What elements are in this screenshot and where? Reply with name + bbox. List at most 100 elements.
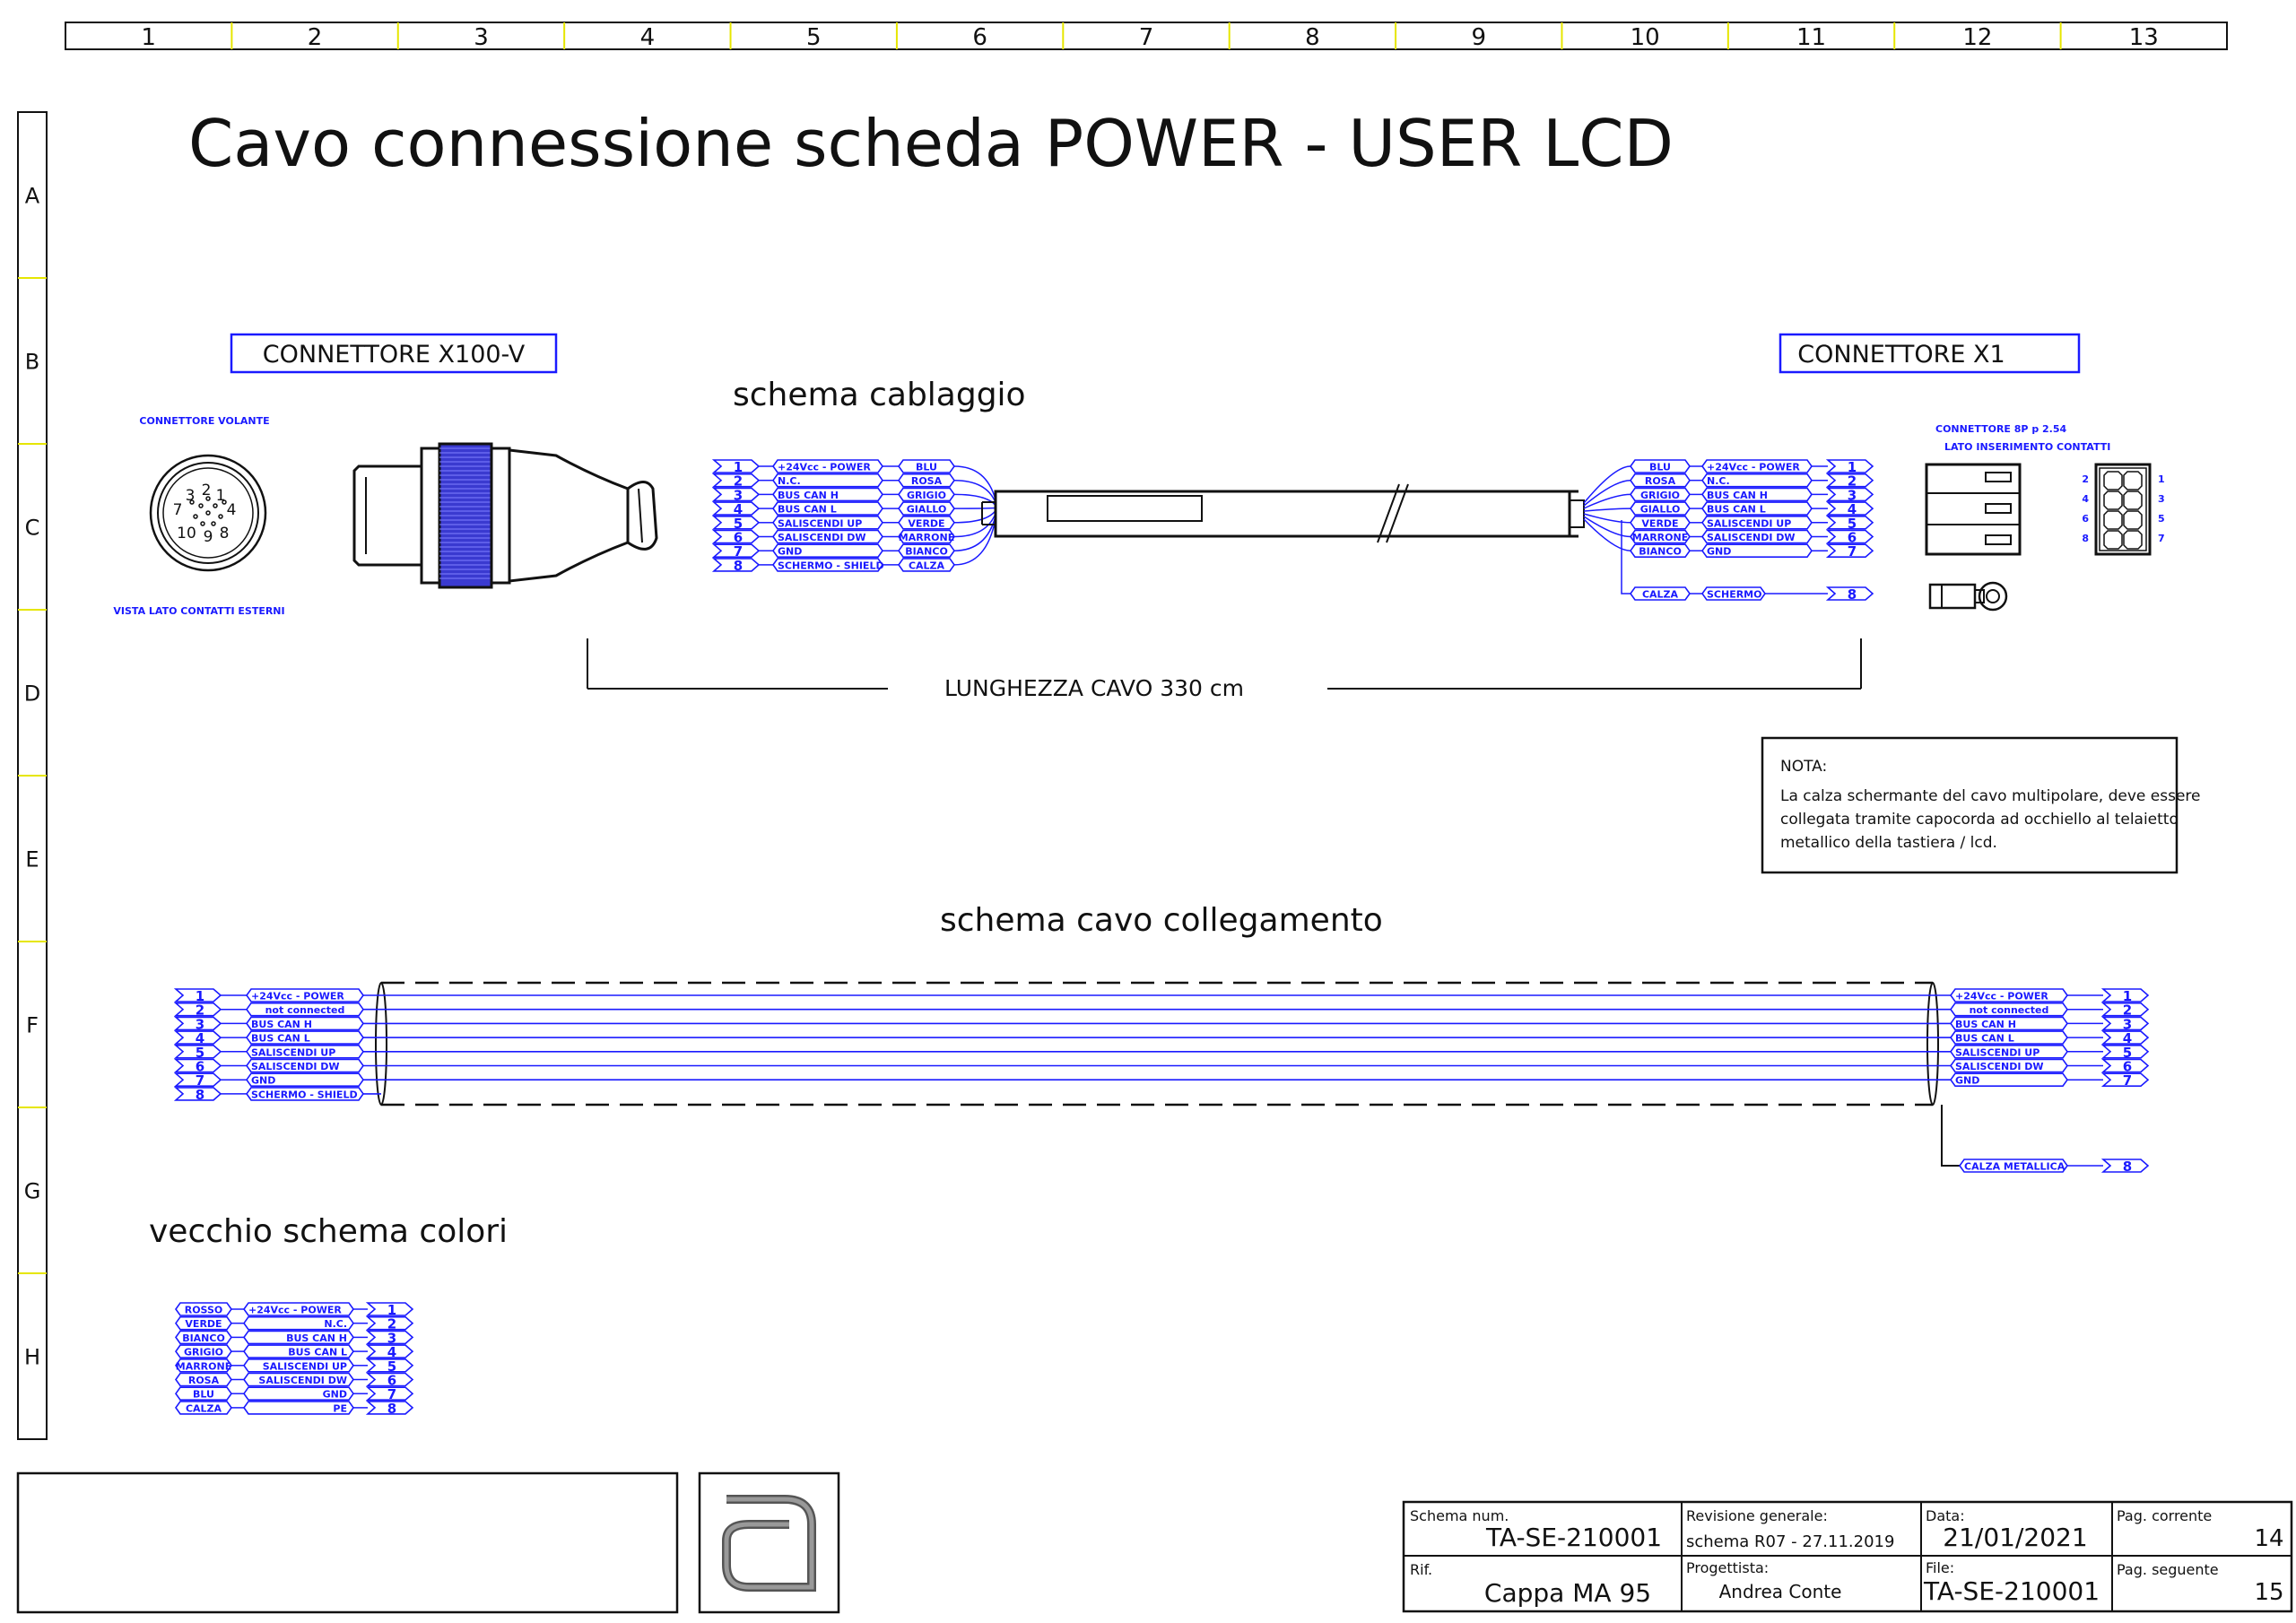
designer-value: Andrea Conte: [1719, 1581, 1842, 1602]
signal-label: not connected: [265, 1004, 345, 1016]
signal-label: SALISCENDI DW: [251, 1061, 340, 1072]
pin-number: 6: [1848, 530, 1857, 546]
wire-color-label: CALZA: [909, 560, 945, 571]
column-label: 11: [1796, 24, 1826, 51]
note-line: collegata tramite capocorda ad occhiello…: [1780, 811, 2179, 829]
row-label: G: [24, 1179, 41, 1204]
pin-number: 6: [196, 1059, 204, 1075]
pin-number: 1: [1848, 459, 1857, 475]
designer-label: Progettista:: [1686, 1559, 1769, 1576]
signal-label: +24Vcc - POWER: [778, 462, 871, 473]
pin-number: 3: [387, 1330, 396, 1346]
wire-color-label: GRIGIO: [1640, 490, 1680, 501]
pin-number: 5: [1848, 516, 1857, 532]
pin-number: 7: [196, 1072, 204, 1089]
pin-number: 4: [196, 1030, 204, 1046]
ring-terminal-icon: [1928, 581, 2008, 612]
face-pin-label: 7: [173, 501, 183, 519]
pin-number: 2: [734, 473, 743, 490]
pin-number: 3: [734, 487, 743, 503]
signal-label: SALISCENDI UP: [1707, 517, 1791, 529]
signal-label: GND: [323, 1389, 347, 1401]
wiring-title: schema cablaggio: [733, 377, 1026, 413]
file-label: File:: [1926, 1559, 1954, 1576]
pin-number: 2: [2123, 1002, 2132, 1019]
signal-label: +24Vcc - POWER: [248, 1305, 342, 1316]
link-cable-title: schema cavo collegamento: [940, 902, 1383, 939]
wire-color-label: BLU: [1649, 462, 1671, 473]
pin-number: 8: [387, 1401, 396, 1417]
signal-label: GND: [1707, 546, 1731, 558]
pin-number: 8: [734, 558, 743, 574]
signal-label: PE: [333, 1402, 347, 1414]
pin-number: 2: [387, 1316, 396, 1332]
note-box: NOTA: La calza schermante del cavo multi…: [1761, 736, 2200, 874]
wire-color-label: BLU: [193, 1389, 214, 1401]
right-connector-title: CONNETTORE X1: [1797, 341, 2005, 369]
face-pin-label: 8: [220, 525, 230, 542]
schema-label: Schema num.: [1410, 1507, 1509, 1524]
wire-color-label: GRIGIO: [907, 490, 946, 501]
note-line: La calza schermante del cavo multipolare…: [1780, 787, 2200, 805]
pin-number: 8: [196, 1087, 204, 1103]
next-page-label: Pag. seguente: [2117, 1561, 2219, 1578]
signal-label: SALISCENDI DW: [258, 1375, 347, 1386]
pin-number: 8: [2123, 1159, 2132, 1175]
file-value: TA-SE-210001: [1923, 1576, 2100, 1606]
pin-number: 3: [1848, 487, 1857, 503]
column-label: 6: [972, 24, 987, 51]
signal-label: GND: [1955, 1075, 1979, 1087]
pin-number: 1: [2123, 988, 2132, 1004]
pin-number: 1: [196, 988, 204, 1004]
wire-color-label: VERDE: [908, 517, 944, 529]
wire-color-label: VERDE: [1641, 517, 1678, 529]
revision-value: schema R07 - 27.11.2019: [1686, 1532, 1894, 1551]
pin-number: 4: [1848, 501, 1857, 517]
wire-color-label: ROSSO: [185, 1305, 223, 1316]
cable-body: [981, 483, 1587, 543]
signal-label: SALISCENDI DW: [1955, 1061, 2044, 1072]
wire-color-label: ROSA: [911, 475, 943, 487]
cable-length-label: LUNGHEZZA CAVO 330 cm: [944, 675, 1244, 701]
left-connector: CONNETTORE X100-V CONNETTORE VOLANTE VIS…: [113, 333, 658, 617]
signal-label: BUS CAN H: [1707, 490, 1768, 501]
signal-label: N.C.: [778, 475, 801, 487]
wire-color-label: MARRONE: [176, 1360, 231, 1372]
column-label: 7: [1139, 24, 1154, 51]
pin-number: 3: [196, 1016, 204, 1032]
housing-pin-label: 2: [2082, 473, 2089, 485]
housing-pin-label: 6: [2082, 513, 2089, 525]
column-label: 2: [308, 24, 323, 51]
row-label: A: [25, 184, 40, 209]
signal-label: GND: [778, 546, 802, 558]
wire-color-label: CALZA: [186, 1402, 222, 1414]
schema-value: TA-SE-210001: [1485, 1523, 1662, 1552]
signal-label: BUS CAN H: [778, 490, 839, 501]
pin-number: 5: [196, 1045, 204, 1061]
face-pin-label: 3: [186, 487, 196, 505]
face-pin-label: 4: [227, 501, 237, 519]
signal-label: BUS CAN L: [778, 504, 837, 516]
left-connector-title: CONNETTORE X100-V: [263, 341, 526, 369]
housing-front-icon: [2094, 463, 2152, 556]
link-cable-diagram: 1 +24Vcc - POWER 2 not connected 3 BUS CAN H 4…: [173, 981, 2150, 1175]
face-pin-label: 2: [202, 482, 212, 499]
signal-label: BUS CAN H: [251, 1019, 312, 1030]
signal-label: BUS CAN H: [1955, 1019, 2016, 1030]
column-label: 4: [640, 24, 656, 51]
signal-label: CALZA METALLICA: [1964, 1161, 2066, 1173]
signal-label: SCHERMO: [1707, 589, 1761, 601]
wire-color-label: BIANCO: [905, 546, 948, 558]
signal-label: +24Vcc - POWER: [1955, 991, 2048, 1002]
face-pin-label: 10: [177, 525, 196, 542]
signal-label: N.C.: [1707, 475, 1730, 487]
pin-number: 6: [387, 1373, 396, 1389]
signal-label: SALISCENDI UP: [251, 1046, 335, 1058]
face-pin-label: 1: [216, 487, 226, 505]
right-connector: CONNETTORE X1 CONNETTORE 8P p 2.54 LATO …: [1779, 333, 2165, 612]
wire-color-label: CALZA: [1642, 589, 1679, 601]
signal-label: SALISCENDI DW: [1707, 532, 1796, 543]
signal-label: BUS CAN L: [1955, 1033, 2014, 1045]
